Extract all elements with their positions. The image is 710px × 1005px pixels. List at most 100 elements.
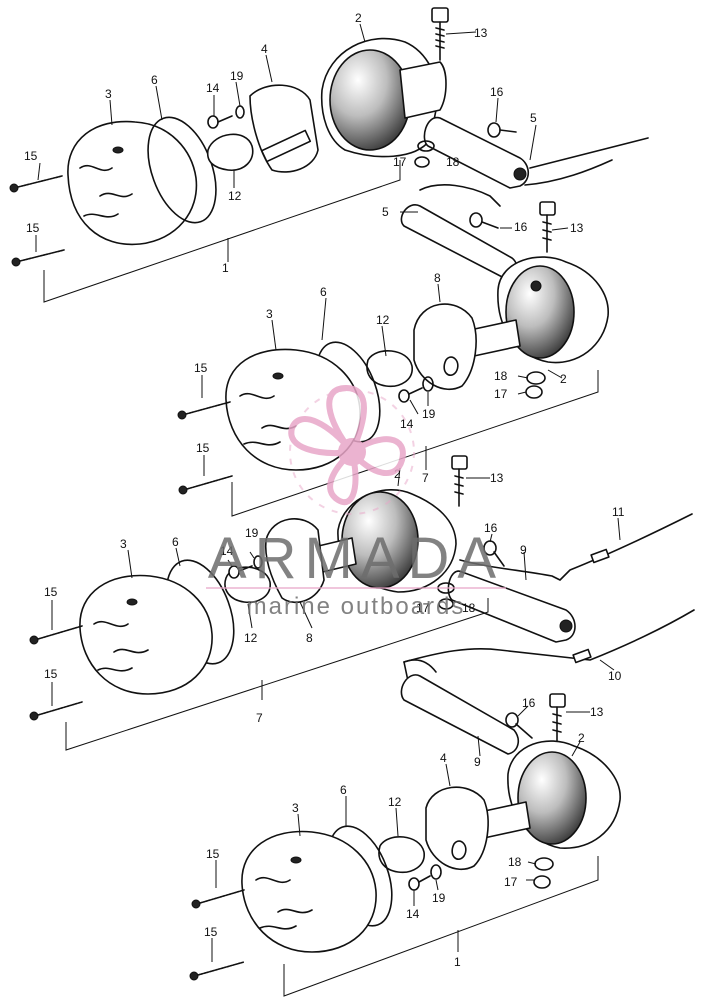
nut-17	[525, 385, 543, 399]
callout-18: 18	[508, 855, 522, 869]
nut-17	[533, 875, 551, 889]
callout-6: 6	[340, 783, 347, 797]
screw-15	[29, 701, 83, 721]
assembly-bottom: 9 16 13 2 4 6 3 12 18 17 19 14 15 15 1	[189, 659, 621, 997]
propeller-ring	[289, 389, 415, 515]
callout-6: 6	[320, 285, 327, 299]
screw-15	[9, 175, 63, 193]
screw-14	[398, 387, 423, 403]
callout-19: 19	[245, 526, 259, 540]
callout-4: 4	[440, 751, 447, 765]
callout-13: 13	[490, 471, 504, 485]
housing	[507, 740, 621, 849]
callout-15: 15	[194, 361, 208, 375]
callout-8: 8	[434, 271, 441, 285]
callout-13: 13	[474, 26, 488, 40]
watermark: ARMADA marine outboards	[206, 384, 506, 620]
washer-19	[235, 105, 245, 119]
screw-15	[178, 475, 233, 495]
bolt-13	[539, 201, 556, 253]
callout-14: 14	[406, 907, 420, 921]
bolt-13	[431, 7, 449, 61]
callout-10: 10	[608, 669, 622, 683]
callout-15: 15	[44, 585, 58, 599]
callout-13: 13	[570, 221, 584, 235]
socket	[413, 303, 477, 391]
callout-15: 15	[44, 667, 58, 681]
callout-16: 16	[514, 220, 528, 234]
callout-7: 7	[422, 471, 429, 485]
callout-1: 1	[454, 955, 461, 969]
housing	[497, 256, 609, 364]
socket	[264, 518, 325, 604]
bulb	[206, 133, 254, 171]
callout-14: 14	[220, 544, 234, 558]
socket	[249, 84, 319, 173]
stay-arm	[423, 117, 530, 189]
callout-3: 3	[105, 87, 112, 101]
bulb	[378, 836, 425, 874]
nut-17	[438, 598, 454, 610]
callout-17: 17	[494, 387, 508, 401]
callout-2: 2	[578, 731, 585, 745]
callout-8: 8	[306, 631, 313, 645]
screw-16	[469, 212, 499, 229]
propeller-blade	[288, 416, 358, 456]
callout-3: 3	[266, 307, 273, 321]
bolt-13	[451, 455, 468, 507]
propeller-blade	[326, 384, 367, 458]
socket	[425, 786, 489, 871]
callout-15: 15	[206, 847, 220, 861]
assembly-second: 5 16 13 8 6 3 12 18 17 2 14 19 15 15 7	[177, 184, 609, 517]
callout-12: 12	[388, 795, 402, 809]
screw-14	[408, 875, 431, 891]
callout-18: 18	[494, 369, 508, 383]
watermark-brand: ARMADA	[208, 526, 504, 591]
callout-17: 17	[504, 875, 518, 889]
callout-15: 15	[196, 441, 210, 455]
screw-14	[228, 565, 253, 579]
callout-3: 3	[120, 537, 127, 551]
housing	[320, 37, 447, 158]
callout-2: 2	[355, 11, 362, 25]
callout-19: 19	[230, 69, 244, 83]
lens	[241, 830, 377, 953]
washer-18	[417, 140, 435, 152]
callout-14: 14	[400, 417, 414, 431]
callout-16: 16	[490, 85, 504, 99]
callout-11: 11	[612, 505, 625, 519]
callout-2: 2	[394, 467, 401, 481]
callout-6: 6	[172, 535, 179, 549]
callout-9: 9	[474, 755, 481, 769]
callout-12: 12	[228, 189, 242, 203]
washer-19	[422, 376, 434, 392]
housing	[337, 489, 457, 593]
callout-15: 15	[24, 149, 38, 163]
screw-15	[29, 625, 83, 645]
callout-4: 4	[261, 42, 268, 56]
stay-arm	[400, 204, 518, 281]
callout-18: 18	[462, 601, 476, 615]
screw-14	[207, 115, 233, 129]
washer-18	[534, 857, 554, 871]
screw-16	[487, 122, 517, 138]
callout-14: 14	[206, 81, 220, 95]
propeller-logo	[288, 384, 415, 515]
callout-15: 15	[204, 925, 218, 939]
callout-17: 17	[393, 155, 407, 169]
callout-19: 19	[422, 407, 436, 421]
washer-19	[253, 555, 263, 569]
callout-1: 1	[222, 261, 229, 275]
callout-6: 6	[151, 73, 158, 87]
callout-12: 12	[376, 313, 390, 327]
watermark-tagline: marine outboards	[247, 593, 466, 620]
callout-13: 13	[590, 705, 604, 719]
washer-19	[430, 864, 442, 880]
callout-7: 7	[256, 711, 263, 725]
callout-17: 17	[416, 601, 430, 615]
screw-16	[505, 712, 533, 739]
assembly-third: 2 13 16 9 11 10 3 6 19 14 12 8 17 18 15 …	[29, 455, 695, 751]
stay-arm	[400, 674, 520, 755]
